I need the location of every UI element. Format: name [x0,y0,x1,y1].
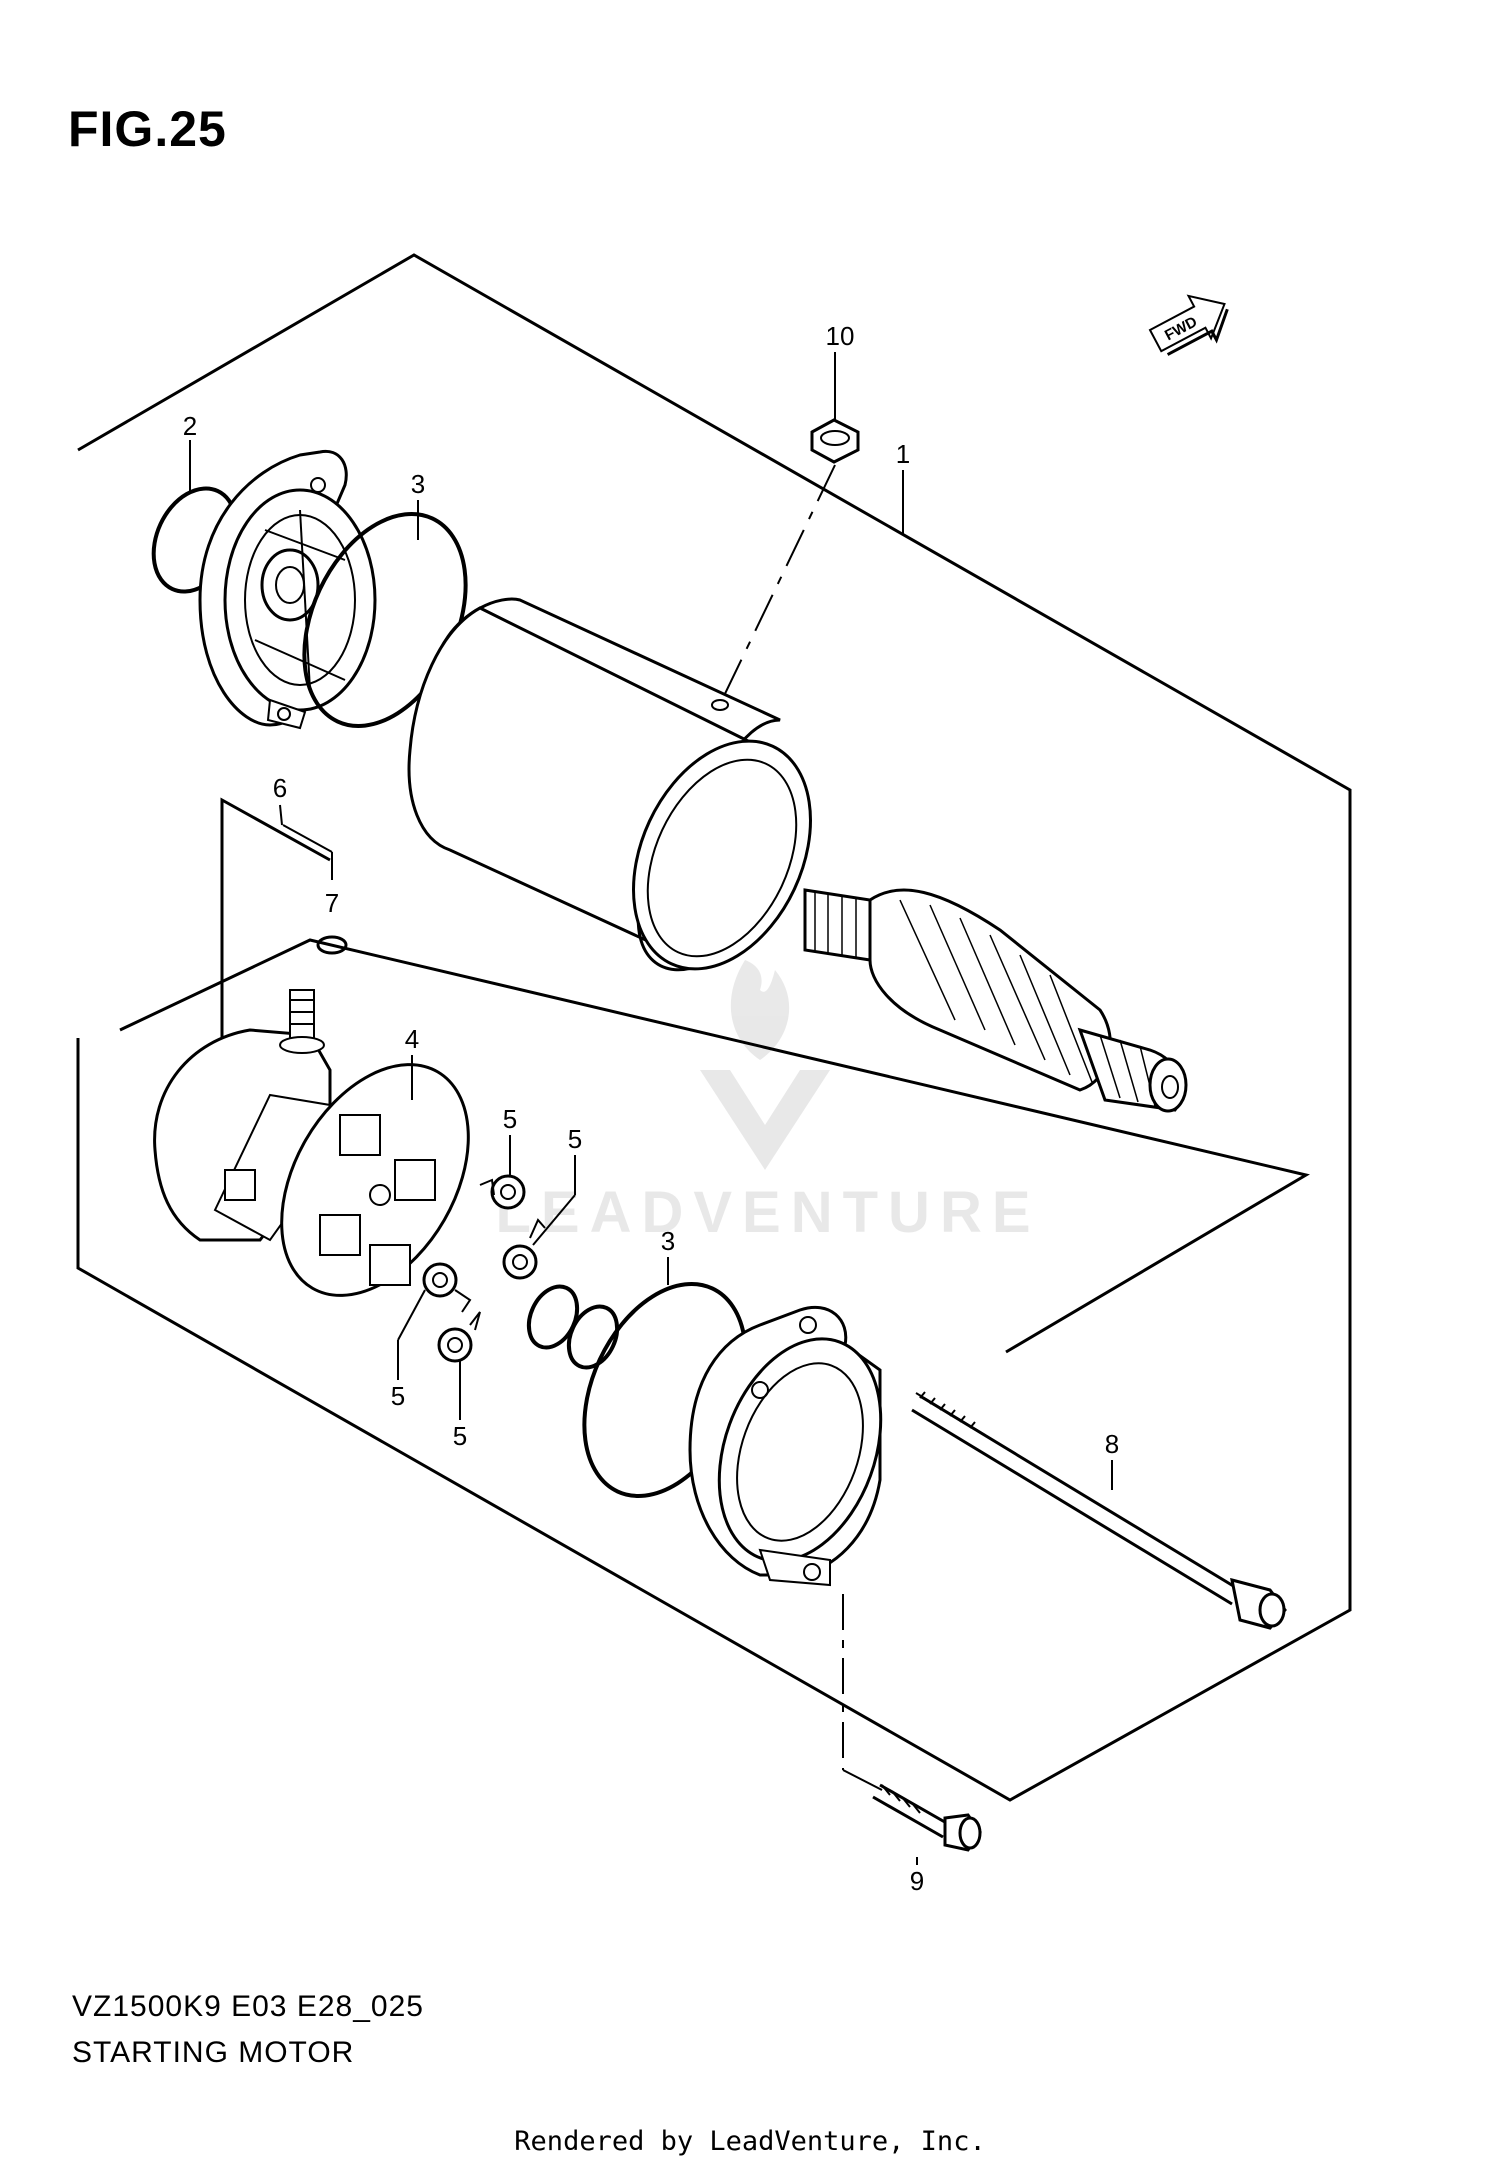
callout-3-lower: 3 [661,1226,675,1256]
render-credit: Rendered by LeadVenture, Inc. [514,2126,986,2157]
callout-5-a: 5 [503,1104,517,1134]
diagram-code: VZ1500K9 E03 E28_025 [72,1990,424,2023]
callout-4: 4 [405,1024,419,1054]
watermark-logo: LEADVENTURE [495,960,1040,1245]
washer-left [526,1284,580,1350]
callout-1: 1 [896,439,910,469]
part-4-brush-plate [280,1063,470,1297]
watermark-text: LEADVENTURE [495,1180,1040,1245]
callout-5-b: 5 [568,1124,582,1154]
part-5-bearing-b [502,1218,546,1280]
part-5-bearing-c [422,1262,472,1313]
callout-10: 10 [826,321,855,351]
callout-8: 8 [1105,1429,1119,1459]
part-front-cover [198,449,377,730]
diagram-name: STARTING MOTOR [72,2036,355,2069]
callout-3-upper: 3 [411,469,425,499]
part-9-bolt [842,1594,982,1852]
callout-7: 7 [325,888,339,918]
callout-2: 2 [183,411,197,441]
part-8-through-bolt [911,1391,1287,1630]
part-1-motor-yoke [407,597,812,972]
brush-subframe [220,797,331,1110]
part-5-bearing-a [479,1174,526,1210]
part-armature [803,888,1188,1113]
callout-9: 9 [910,1866,924,1896]
part-7-washer [316,935,348,955]
leader-lines [189,352,1113,1865]
assembly-frame-outer [76,253,1352,1802]
callout-6: 6 [273,773,287,803]
callout-5-d: 5 [453,1421,467,1451]
washer-right [566,1304,620,1370]
part-rear-cover [688,1305,883,1587]
part-10-nut [721,418,860,701]
part-5-bearing-d [437,1311,481,1363]
callout-5-c: 5 [391,1381,405,1411]
assembly-frame-inner [119,938,1310,1354]
fwd-direction-badge: FWD [1148,294,1229,356]
figure-title: FIG.25 [68,101,227,157]
